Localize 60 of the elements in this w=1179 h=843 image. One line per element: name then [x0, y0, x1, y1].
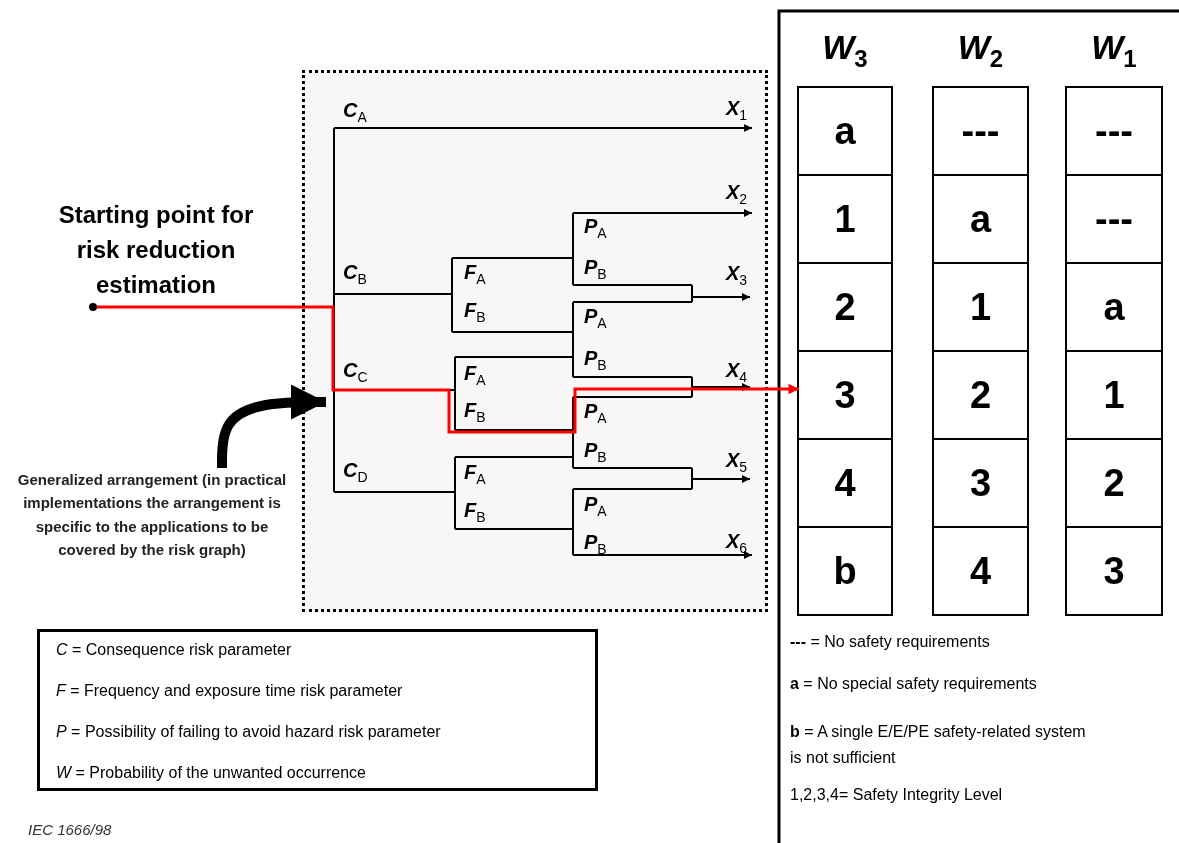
parameter-key-box	[37, 629, 598, 791]
branch-label: C$_{B}$	[343, 262, 367, 286]
cell-value: 3	[834, 376, 856, 414]
key-text: 1,2,3,4= Safety Integrity Level	[790, 787, 1003, 803]
branch-label: P$_{A}$	[584, 216, 607, 240]
cell-value: 1	[969, 288, 992, 326]
cell-value: ---	[1095, 200, 1133, 238]
note-text: Generalized arrangement (in practical implementations the arrangement is specific to the applications to be covered by the risk graph)	[16, 468, 288, 588]
start-dot	[89, 303, 97, 311]
key-text: F = Frequency and exposure time risk parameter	[56, 683, 404, 699]
path-arrow	[97, 305, 799, 434]
cell-value: 4	[834, 464, 856, 502]
cell-value: 2	[1103, 464, 1125, 502]
branch-label: F$_{A}$	[464, 462, 486, 486]
cell-value: ---	[961, 112, 1000, 150]
branch-label: C$_{A}$	[343, 100, 367, 124]
cell-value: 2	[969, 376, 992, 414]
branch-label: X$_{3}$	[726, 263, 748, 287]
key-text: C = Consequence risk parameter	[56, 642, 293, 658]
key-text: P = Possibility of failing to avoid hazard risk parameter	[56, 724, 442, 740]
branch-label: F$_{B}$	[464, 300, 486, 324]
cell-value: a	[1103, 288, 1125, 326]
key-text: --- = No safety requirements	[790, 634, 990, 650]
branch-label: C$_{C}$	[343, 360, 368, 384]
cell-value: b	[833, 552, 857, 590]
column-heading: W$_{2}$	[956, 30, 1005, 71]
branch-label: X$_{2}$	[726, 182, 748, 206]
branch-label: F$_{A}$	[464, 262, 486, 286]
branch-label: X$_{5}$	[726, 450, 748, 474]
cell-value: 1	[1103, 376, 1125, 414]
key-text: b = A single E/E/PE safety-related system is not sufficient	[790, 722, 1087, 768]
branch-label: F$_{B}$	[464, 500, 486, 524]
curved-arrow	[217, 384, 326, 468]
branch-label: F$_{A}$	[464, 363, 486, 387]
branch-label: P$_{A}$	[584, 494, 607, 518]
cell-value: 1	[834, 200, 856, 238]
cell-value: 2	[834, 288, 856, 326]
branch-label: P$_{B}$	[584, 348, 607, 372]
branch-label: P$_{B}$	[584, 257, 607, 281]
cell-value: a	[969, 200, 992, 238]
cell-value: 4	[969, 552, 992, 590]
cell-value: 3	[1103, 552, 1125, 590]
branch-label: P$_{B}$	[584, 440, 607, 464]
column-heading: W$_{3}$	[821, 30, 869, 71]
cell-value: ---	[1095, 112, 1133, 150]
key-text: a = No special safety requirements	[790, 676, 1037, 692]
cell-value: 3	[969, 464, 992, 502]
cell-value: a	[834, 112, 856, 150]
branch-label: P$_{A}$	[584, 306, 607, 330]
figure-reference: IEC 1666/98	[28, 822, 112, 837]
branch-label: F$_{B}$	[464, 400, 486, 424]
branch-label: P$_{B}$	[584, 532, 607, 556]
column-heading: W$_{1}$	[1090, 30, 1138, 71]
key-text: W = Probability of the unwanted occurrence	[56, 765, 367, 781]
branch-label: C$_{D}$	[343, 460, 368, 484]
branch-label: X$_{4}$	[726, 360, 748, 384]
start-point-label: Starting point for risk reduction estimation	[57, 200, 255, 300]
branch-label: X$_{1}$	[726, 98, 748, 122]
branch-label: X$_{6}$	[726, 531, 748, 555]
branch-label: P$_{A}$	[584, 401, 607, 425]
